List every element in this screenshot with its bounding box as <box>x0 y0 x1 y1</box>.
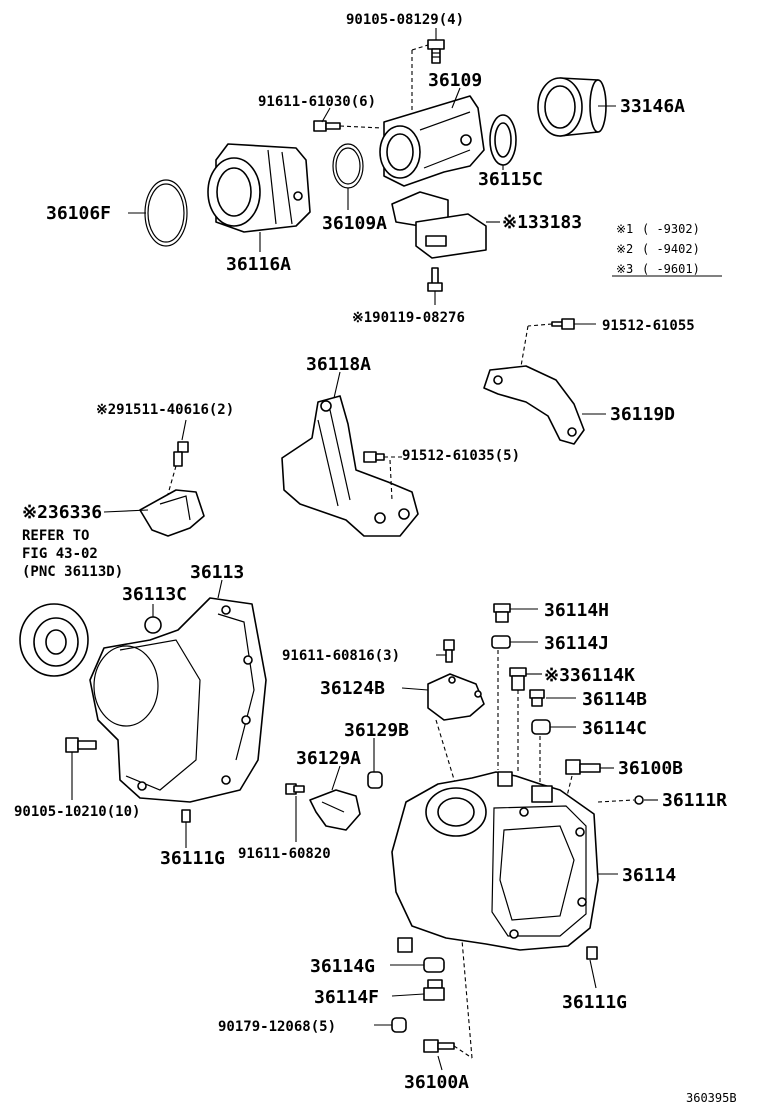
label-36114g: 36114G <box>310 956 375 977</box>
bolt-icon <box>427 39 445 64</box>
label-90119-08276: ※190119-08276 <box>352 310 465 326</box>
oil-seal-icon <box>489 114 517 166</box>
washer-icon <box>391 1017 407 1033</box>
label-36124b: 36124B <box>320 678 385 699</box>
label-90105-08129: 90105-08129(4) <box>346 12 464 28</box>
note-3-mark: ※3 <box>616 262 633 276</box>
label-36106f: 36106F <box>46 203 111 224</box>
bolt-icon <box>363 451 385 463</box>
plug-icon <box>423 979 445 1001</box>
bolt-icon <box>443 639 455 663</box>
label-36114b: 36114B <box>582 689 647 710</box>
washer-icon <box>491 635 511 649</box>
diagram-id: 360395B <box>686 1091 737 1105</box>
washer-icon <box>531 719 551 735</box>
pin-icon <box>634 795 644 805</box>
label-91611-61030: 91611-61030(6) <box>258 94 376 110</box>
label-36111g-left: 36111G <box>160 848 225 869</box>
transfer-case-icon <box>391 771 599 953</box>
o-ring-icon <box>144 179 188 247</box>
note-1-mark: ※1 <box>616 222 633 236</box>
label-91611-60820: 91611-60820 <box>238 846 331 862</box>
gasket-icon <box>367 771 383 789</box>
label-36129b: 36129B <box>344 720 409 741</box>
washer-icon <box>423 957 445 973</box>
label-36109a: 36109A <box>322 213 387 234</box>
bolt-icon <box>285 783 305 795</box>
label-36114f: 36114F <box>314 987 379 1008</box>
bell-housing-icon <box>89 597 267 803</box>
label-91512-61035: 91512-61035(5) <box>402 448 520 464</box>
bolt-icon <box>565 759 601 775</box>
note-3-range: ( -9601) <box>642 262 700 276</box>
label-36114j: 36114J <box>544 633 609 654</box>
label-36116a: 36116A <box>226 254 291 275</box>
plug-icon <box>144 616 162 634</box>
label-33183: ※133183 <box>502 212 582 233</box>
label-36114: 36114 <box>622 865 676 886</box>
adapter-housing-icon <box>379 95 485 187</box>
bolt-icon <box>313 120 341 132</box>
refer-line-1: REFER TO <box>22 528 89 544</box>
label-91512-61055: 91512-61055 <box>602 318 695 334</box>
label-90105-10210: 90105-10210(10) <box>14 804 140 820</box>
label-36114c: 36114C <box>582 718 647 739</box>
note-1-range: ( -9302) <box>642 222 700 236</box>
bearing-icon <box>19 603 89 677</box>
sleeve-icon <box>537 77 607 137</box>
bracket-icon <box>281 395 419 537</box>
label-36111g-right: 36111G <box>562 992 627 1013</box>
label-36109: 36109 <box>428 70 482 91</box>
label-36114k: ※336114K <box>544 665 635 686</box>
label-36129a: 36129A <box>296 748 361 769</box>
speed-sensor-icon <box>391 191 487 259</box>
label-36114h: 36114H <box>544 600 609 621</box>
clip-icon <box>139 489 205 537</box>
label-91611-60816: 91611-60816(3) <box>282 648 400 664</box>
bolt-icon <box>65 737 97 753</box>
bracket-icon <box>309 789 361 831</box>
refer-line-2: FIG 43-02 <box>22 546 98 562</box>
callout-labels: 90105-08129(4) 36109 91611-61030(6) 3314… <box>14 12 727 1093</box>
refer-line-3: (PNC 36113D) <box>22 564 123 580</box>
plug-icon <box>529 689 545 707</box>
label-36113c: 36113C <box>122 584 187 605</box>
bolt-icon <box>551 318 575 330</box>
label-36100b: 36100B <box>618 758 683 779</box>
label-36100a: 36100A <box>404 1072 469 1093</box>
note-2-mark: ※2 <box>616 242 633 256</box>
bolt-icon <box>423 1039 455 1053</box>
pin-icon <box>181 809 191 823</box>
label-36118a: 36118A <box>306 354 371 375</box>
transfer-cover-icon <box>207 143 311 233</box>
bolt-icon <box>173 441 189 467</box>
label-36336: ※236336 <box>22 502 102 523</box>
label-90179-12068: 90179-12068(5) <box>218 1019 336 1035</box>
o-ring-icon <box>332 143 364 189</box>
leader-lines <box>71 28 658 1071</box>
note-2-range: ( -9402) <box>642 242 700 256</box>
label-36115c: 36115C <box>478 169 543 190</box>
label-36113: 36113 <box>190 562 244 583</box>
label-36111r: 36111R <box>662 790 727 811</box>
pin-icon <box>586 946 598 960</box>
label-36119d: 36119D <box>610 404 675 425</box>
bolt-icon <box>427 267 443 292</box>
label-33146a: 33146A <box>620 96 685 117</box>
plug-icon <box>509 667 527 691</box>
applicability-notes: ※1 ( -9302) ※2 ( -9402) ※3 ( -9601) <box>616 222 700 276</box>
cover-icon <box>427 673 485 721</box>
bracket-icon <box>483 365 585 445</box>
plug-icon <box>493 603 511 623</box>
label-91511-40616: ※291511-40616(2) <box>96 402 234 418</box>
